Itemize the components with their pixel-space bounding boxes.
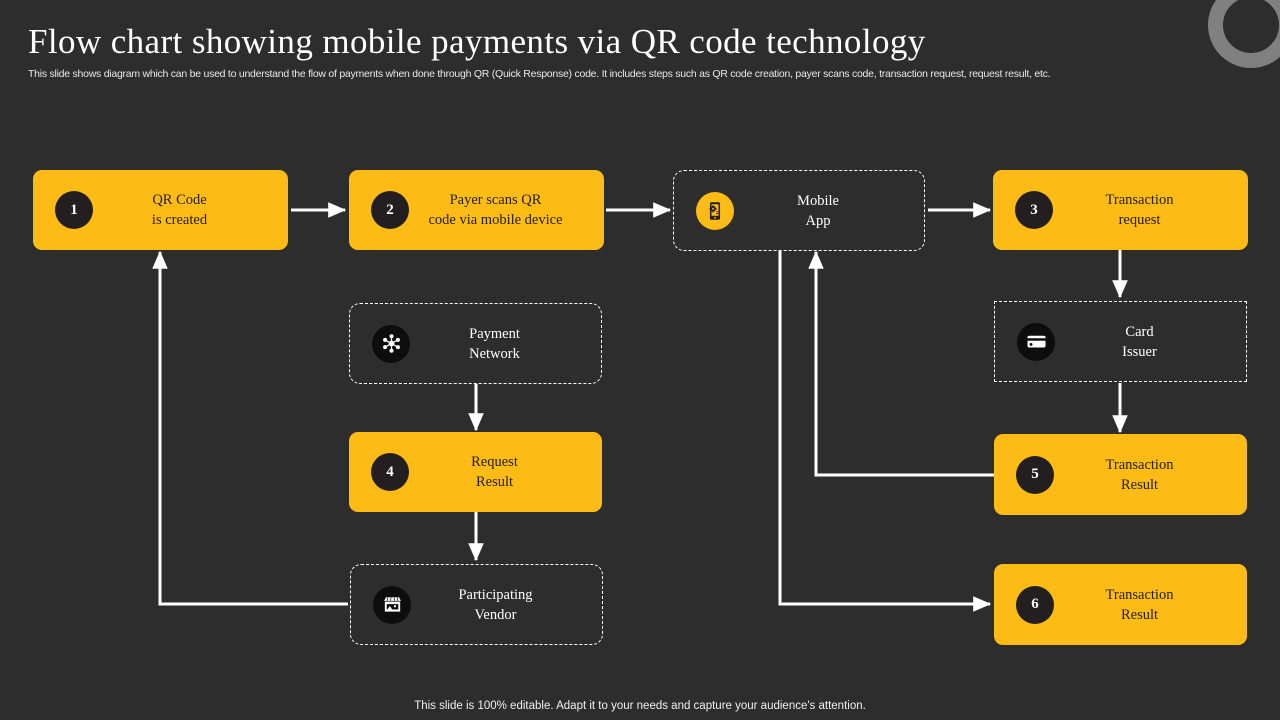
node-transaction-result-6[interactable]: 6 Transaction Result — [994, 564, 1247, 645]
credit-card-icon — [1017, 322, 1055, 361]
step-badge: 5 — [1016, 455, 1054, 494]
node-card-issuer[interactable]: Card Issuer — [994, 301, 1247, 382]
storefront-icon — [373, 585, 411, 624]
connector-result5-to-mobileapp — [808, 250, 994, 477]
node-label: Participating Vendor — [458, 586, 533, 623]
node-label: Request Result — [471, 454, 518, 490]
connector-mobileapp-to-result6 — [778, 250, 992, 612]
node-label: Payment Network — [469, 325, 520, 362]
node-label: Mobile App — [797, 192, 839, 229]
node-request-result[interactable]: 4 Request Result — [349, 432, 602, 512]
node-label: Card Issuer — [1122, 323, 1157, 360]
node-payment-network[interactable]: Payment Network — [349, 303, 602, 384]
step-badge: 6 — [1016, 585, 1054, 624]
footer-note: This slide is 100% editable. Adapt it to… — [414, 700, 866, 712]
mobile-payment-icon — [696, 191, 734, 230]
node-label: Transaction Result — [1105, 456, 1174, 493]
step-badge: 3 — [1015, 191, 1053, 229]
node-participating-vendor[interactable]: Participating Vendor — [350, 564, 603, 645]
page-title: Flow chart showing mobile payments via Q… — [28, 22, 926, 61]
step-badge: 2 — [371, 191, 409, 229]
connector-vendor-to-qr — [152, 250, 348, 606]
node-qr-code-created[interactable]: 1 QR Code is created — [33, 170, 288, 250]
network-hub-icon — [372, 324, 410, 363]
step-badge: 4 — [371, 453, 409, 491]
node-label: Transaction Result — [1105, 586, 1174, 623]
node-transaction-request[interactable]: 3 Transaction request — [993, 170, 1248, 250]
node-transaction-result-5[interactable]: 5 Transaction Result — [994, 434, 1247, 515]
node-label: QR Code is created — [151, 192, 208, 228]
step-badge: 1 — [55, 191, 93, 229]
node-label: Transaction request — [1105, 192, 1174, 228]
node-label: Payer scans QR code via mobile device — [428, 192, 563, 228]
node-mobile-app[interactable]: Mobile App — [673, 170, 925, 251]
page-subtitle: This slide shows diagram which can be us… — [28, 68, 1051, 80]
corner-ring-decoration — [1208, 0, 1280, 68]
node-payer-scans[interactable]: 2 Payer scans QR code via mobile device — [349, 170, 604, 250]
